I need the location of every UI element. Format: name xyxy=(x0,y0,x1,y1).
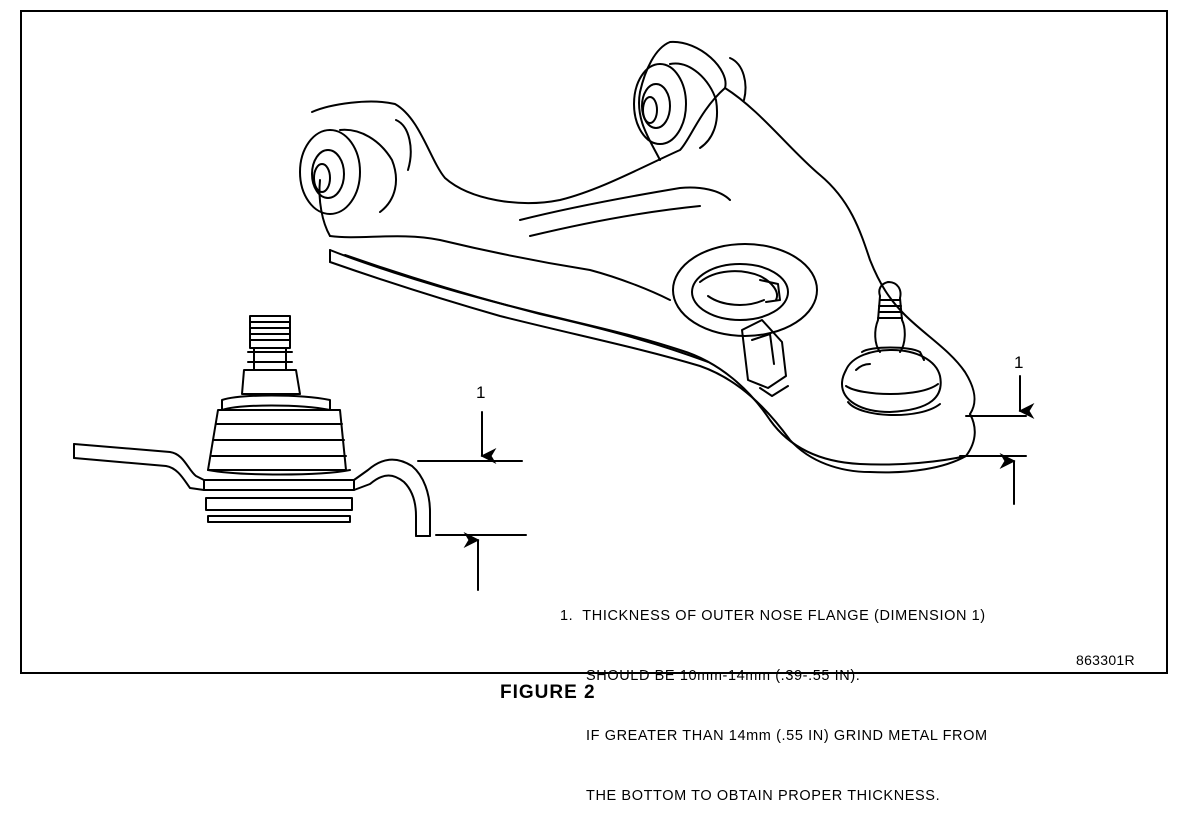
note-number: 1. xyxy=(560,608,574,624)
figure-code: 863301R xyxy=(1076,652,1135,668)
dimension-left xyxy=(417,411,527,591)
ball-joint-detail xyxy=(73,315,431,537)
callout-number-left: 1 xyxy=(476,383,485,402)
note-line-4: THE BOTTOM TO OBTAIN PROPER THICKNESS. xyxy=(586,788,941,804)
note-line-2: SHOULD BE 10mm-14mm (.39-.55 IN). xyxy=(586,668,861,684)
note-line-1: THICKNESS OF OUTER NOSE FLANGE (DIMENSIO… xyxy=(582,608,986,624)
control-arm-diagram: 1 1 xyxy=(73,40,1035,591)
dimension-note: 1. THICKNESS OF OUTER NOSE FLANGE (DIMEN… xyxy=(560,566,988,826)
note-line-3: IF GREATER THAN 14mm (.55 IN) GRIND META… xyxy=(586,728,988,744)
dimension-right xyxy=(959,375,1035,505)
figure-caption: FIGURE 2 xyxy=(500,682,596,703)
figure-frame xyxy=(20,10,1168,674)
callout-number-right: 1 xyxy=(1014,353,1023,372)
upper-control-arm xyxy=(299,40,976,474)
